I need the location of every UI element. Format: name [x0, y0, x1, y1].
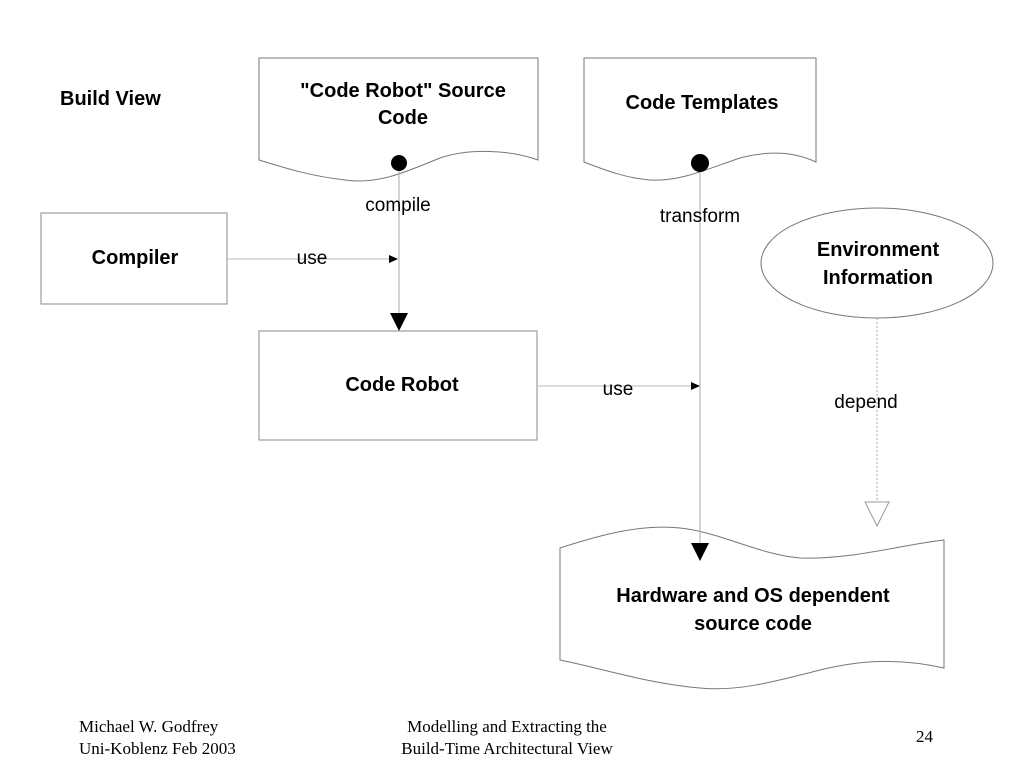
robot-use-arrowhead	[691, 382, 700, 390]
footer-title-block: Modelling and Extracting the Build-Time …	[401, 716, 612, 760]
footer-title-line1: Modelling and Extracting the	[407, 717, 607, 736]
compile-arrowhead	[390, 313, 408, 331]
code-robot-source-line1: "Code Robot" Source	[300, 80, 506, 102]
code-robot-node	[258, 330, 538, 441]
transform-edge-label: transform	[659, 206, 741, 227]
footer-venue: Uni-Koblenz Feb 2003	[79, 739, 236, 758]
compiler-use-arrowhead	[389, 255, 398, 263]
compiler-node	[40, 212, 228, 305]
page-number: 24	[916, 727, 933, 746]
code-templates-label: Code Templates	[625, 92, 779, 114]
transform-source-dot	[691, 154, 709, 172]
footer-author: Michael W. Godfrey	[79, 717, 219, 736]
output-line2: source code	[694, 613, 812, 635]
environment-label: Environment Information	[817, 236, 939, 292]
compiler-label: Compiler	[91, 247, 179, 269]
robot-use-edge-label: use	[602, 379, 634, 400]
compile-edge-label: compile	[365, 195, 431, 216]
environment-line2: Information	[823, 267, 933, 289]
compiler-use-edge-label: use	[296, 248, 328, 269]
output-source-node	[559, 526, 945, 690]
environment-line1: Environment	[816, 239, 940, 261]
output-source-label: Hardware and OS dependent source code	[616, 582, 889, 638]
code-robot-source-node	[258, 57, 539, 182]
page-title: Build View	[60, 88, 161, 110]
code-robot-label: Code Robot	[345, 374, 459, 396]
code-robot-source-label: "Code Robot" Source Code	[300, 78, 506, 132]
compile-source-dot	[391, 155, 407, 171]
transform-arrowhead	[691, 543, 709, 561]
code-robot-source-line2: Code	[377, 107, 428, 129]
footer-author-block: Michael W. Godfrey Uni-Koblenz Feb 2003	[79, 716, 236, 760]
depend-arrowhead	[864, 501, 890, 528]
output-line1: Hardware and OS dependent	[616, 585, 890, 607]
footer-title-line2: Build-Time Architectural View	[401, 739, 613, 758]
depend-edge-label: depend	[834, 392, 898, 413]
